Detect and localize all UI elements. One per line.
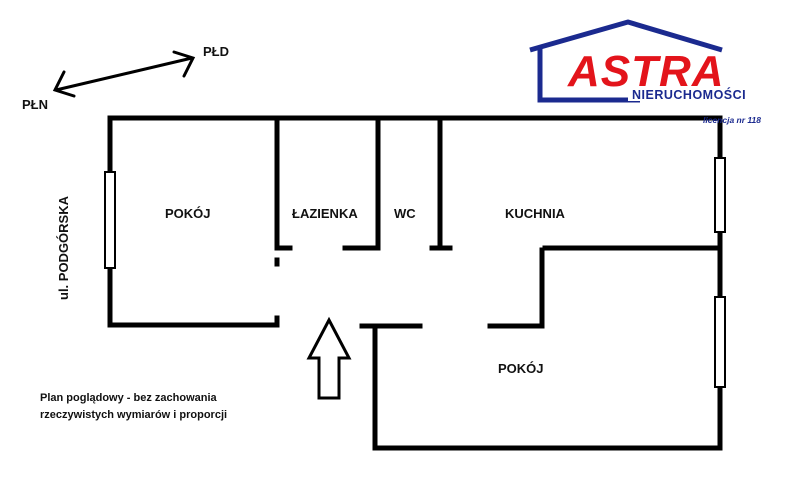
room-label-kuchnia: KUCHNIA [505,206,566,221]
logo-tagline: NIERUCHOMOŚCI [632,87,746,102]
window-bottom-room [714,296,726,388]
window-left [104,171,116,269]
disclaimer-note: Plan poglądowy - bez zachowania rzeczywi… [40,390,270,424]
entrance-arrow-icon [306,316,352,400]
room-label-wc: WC [394,206,416,221]
compass-double-arrow-icon [52,50,196,98]
disclaimer-line-1: Plan poglądowy - bez zachowania [40,392,217,404]
logo-roof-icon [529,19,723,53]
room-label-lazienka: ŁAZIENKA [292,206,358,221]
compass-north-label: PŁN [22,97,48,112]
room-label-pokoj-bottom: POKÓJ [498,361,544,376]
disclaimer-line-2: rzeczywistych wymiarów i proporcji [40,409,228,421]
window-kitchen [714,157,726,233]
compass-south-label: PŁD [203,44,229,59]
windows [104,157,726,388]
street-label: ul. PODGÓRSKA [56,195,71,300]
astra-logo: ASTRA NIERUCHOMOŚCI licencja nr 118 [529,19,782,125]
logo-licence: licencja nr 118 [703,115,761,125]
room-label-pokoj-left: POKÓJ [165,206,211,221]
